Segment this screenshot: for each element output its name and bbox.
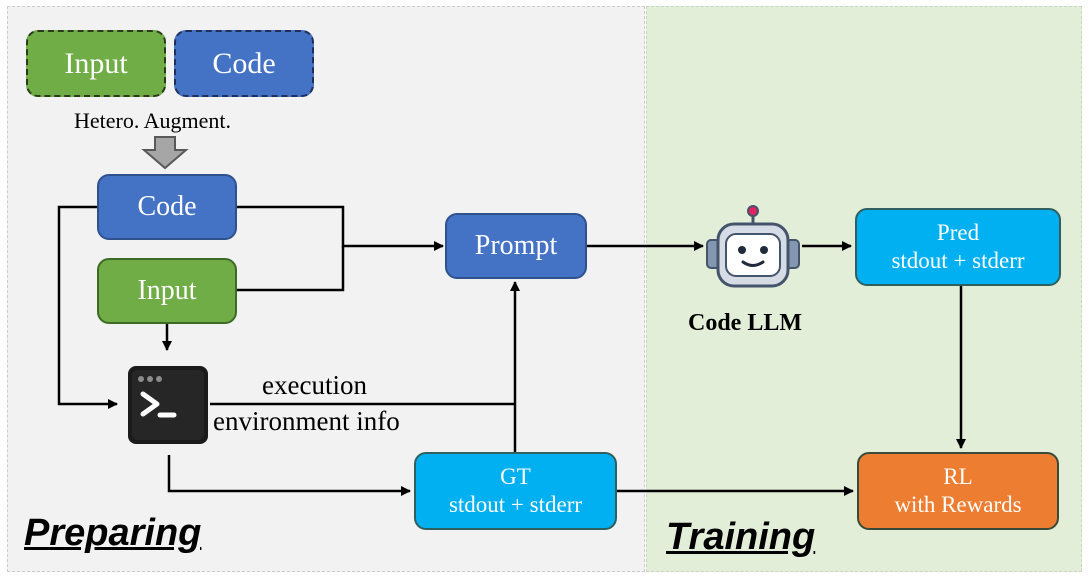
terminal-icon bbox=[128, 366, 208, 444]
pred-node: Pred stdout + stderr bbox=[855, 208, 1061, 286]
gt-line2: stdout + stderr bbox=[448, 492, 583, 517]
robot-icon bbox=[706, 205, 800, 288]
prompt-node-label: Prompt bbox=[474, 230, 558, 261]
rl-line2: with Rewards bbox=[894, 492, 1022, 517]
input-node-label: Input bbox=[137, 275, 197, 306]
environment-info-label: environment info bbox=[213, 406, 400, 436]
execution-label: execution bbox=[262, 370, 367, 400]
legend-input-box: Input bbox=[26, 30, 166, 97]
gt-line1: GT bbox=[500, 464, 531, 490]
code-node-label: Code bbox=[137, 191, 197, 222]
rl-node: RL with Rewards bbox=[857, 452, 1059, 530]
down-arrow-icon bbox=[141, 136, 189, 170]
pred-line2: stdout + stderr bbox=[891, 248, 1025, 273]
augment-caption: Hetero. Augment. bbox=[74, 108, 232, 133]
rl-line1: RL bbox=[943, 464, 973, 490]
input-node: Input bbox=[97, 258, 237, 324]
legend-code-label: Code bbox=[212, 46, 276, 80]
gt-node: GT stdout + stderr bbox=[414, 452, 617, 530]
pred-line1: Pred bbox=[936, 220, 980, 246]
preparing-title: Preparing bbox=[24, 512, 202, 554]
legend-input-label: Input bbox=[64, 46, 128, 80]
prompt-node: Prompt bbox=[445, 213, 587, 279]
code-node: Code bbox=[97, 174, 237, 240]
legend-code-box: Code bbox=[174, 30, 314, 97]
llm-label: Code LLM bbox=[688, 310, 802, 336]
training-title: Training bbox=[666, 516, 816, 558]
